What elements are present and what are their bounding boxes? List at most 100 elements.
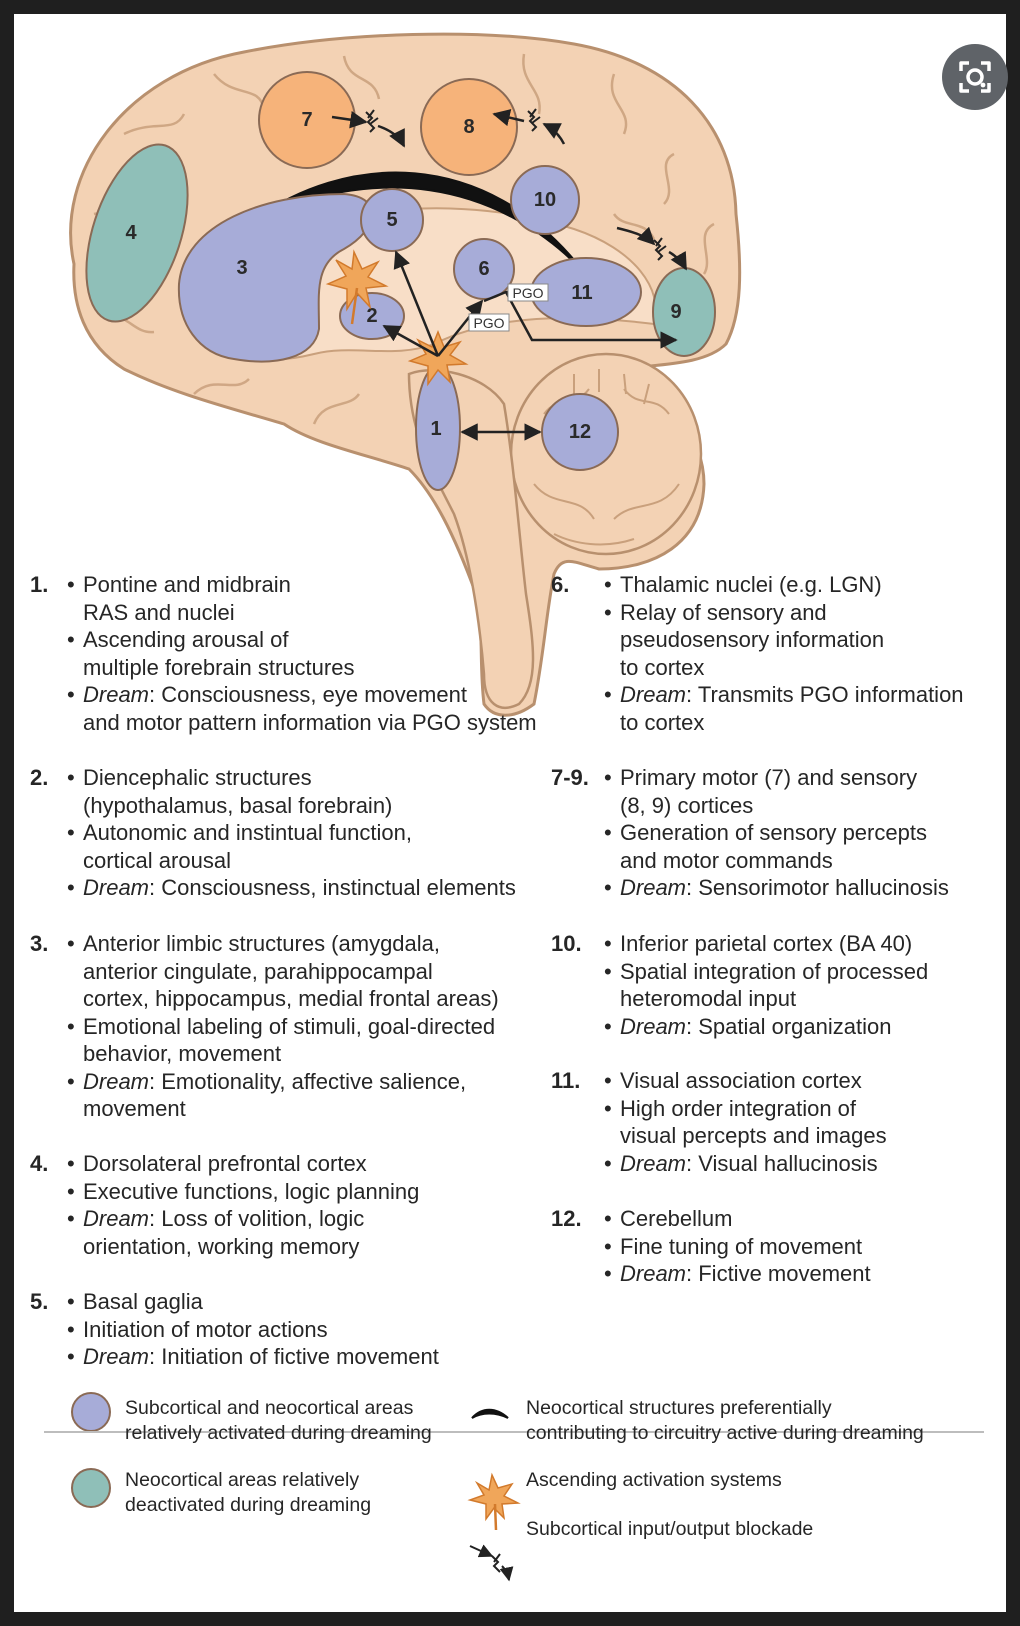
pgo-label: PGO [468,313,510,332]
description-line: •Cerebellum [604,1205,733,1234]
description-line: •Relay of sensory and [604,599,827,628]
brain-diagram: 3 4 7 8 10 5 6 11 [67,32,742,1582]
region-8[interactable]: 8 [420,78,518,176]
description-line: orientation, working memory [83,1233,360,1259]
svg-text:PGO: PGO [473,315,504,331]
description-line: •Dream: Consciousness, instinctual eleme… [67,874,516,903]
bullet-icon: • [604,820,612,845]
legend-arc-icon [471,1408,509,1419]
description-line: •Primary motor (7) and sensory [604,764,917,793]
activation-star-icon [407,329,469,387]
description-number: 1. [30,572,49,597]
activation-star-icon [325,249,389,325]
region-5[interactable]: 5 [360,188,424,252]
legend-star-icon [467,1472,521,1531]
svg-text:3: 3 [236,257,247,279]
bullet-icon: • [67,572,75,597]
description-line: (8, 9) cortices [620,792,754,818]
description-line: •Dream: Emotionality, affective salience… [67,1068,466,1097]
description-line: •Pontine and midbrain [67,571,291,600]
description-line: •Dream: Visual hallucinosis [604,1150,878,1179]
description-line: •Dream: Initiation of fictive movement [67,1343,439,1372]
description-line: •Emotional labeling of stimuli, goal-dir… [67,1013,495,1042]
region-1[interactable]: 1 [415,365,461,491]
svg-text:6: 6 [478,258,489,280]
legend-activated-swatch [71,1392,111,1432]
description-line: •Dream: Sensorimotor hallucinosis [604,874,949,903]
region-7[interactable]: 7 [258,71,356,169]
bullet-icon: • [67,1068,75,1094]
legend-blockade-label: Subcortical input/output blockade [526,1518,814,1540]
description-line: pseudosensory information [620,627,885,652]
description-line: •Dream: Fictive movement [604,1260,871,1289]
bullet-icon: • [67,820,75,845]
description-line: movement [83,1096,186,1121]
region-3[interactable]: 3 [177,192,374,363]
bullet-icon: • [67,875,75,900]
google-lens-icon [959,61,991,93]
description-number: 2. [30,765,49,790]
figure-panel: 3 4 7 8 10 5 6 11 [14,14,1008,1612]
bullet-icon: • [604,572,612,597]
description-line: •Dream: Spatial organization [604,1013,891,1042]
bullet-icon: • [604,1068,612,1093]
legend-deactivated-swatch [71,1468,111,1508]
svg-text:10: 10 [534,189,556,211]
region-10[interactable]: 10 [510,165,580,235]
bullet-icon: • [604,1095,612,1121]
region-12[interactable]: 12 [541,393,619,471]
description-number: 12. [551,1206,582,1231]
region-description-6: 6.•Thalamic nuclei (e.g. LGN)•Relay of s… [551,571,1020,740]
svg-text:11: 11 [571,282,592,304]
description-line: and motor pattern information via PGO sy… [83,709,537,735]
region-description-10: 10.•Inferior parietal cortex (BA 40)•Spa… [551,930,1020,1044]
description-line: •Fine tuning of movement [604,1233,862,1262]
region-4[interactable]: 4 [67,132,208,334]
legend-divider [44,1431,984,1433]
bullet-icon: • [67,765,75,790]
legend-ascending-label: Ascending activation systems [526,1469,782,1491]
bullet-icon: • [604,599,612,625]
svg-text:PGO: PGO [512,285,543,301]
bullet-icon: • [604,875,612,900]
description-number: 7-9. [551,765,589,790]
description-line: •Dream: Transmits PGO information [604,681,964,710]
description-line: •Anterior limbic structures (amygdala, [67,930,440,959]
description-number: 5. [30,1289,49,1314]
description-line: and motor commands [620,847,833,873]
lens-button[interactable] [942,44,1008,110]
svg-text:9: 9 [670,301,681,323]
description-line: •High order integration of [604,1095,856,1124]
description-line: multiple forebrain structures [83,654,355,680]
svg-text:5: 5 [386,209,397,231]
description-line: anterior cingulate, parahippocampal [83,958,433,984]
description-line: to cortex [620,654,705,680]
bullet-icon: • [67,1013,75,1039]
bullet-icon: • [604,682,612,707]
region-description-11: 11.•Visual association cortex•High order… [551,1067,1020,1181]
description-line: •Visual association cortex [604,1067,862,1096]
description-line: •Dorsolateral prefrontal cortex [67,1150,367,1179]
svg-text:4: 4 [125,222,137,244]
bullet-icon: • [67,1178,75,1204]
region-description-7-9: 7-9. •Primary motor (7) and sensory(8, 9)… [551,764,1020,906]
region-description-2: 2.•Diencephalic structures(hypothalamus,… [30,764,516,906]
svg-text:7: 7 [301,109,312,131]
description-line: RAS and nuclei [83,599,235,625]
bullet-icon: • [67,682,75,707]
description-line: •Generation of sensory percepts [604,819,927,848]
region-9[interactable]: 9 [652,267,716,357]
svg-text:8: 8 [463,116,474,138]
description-line: •Autonomic and instintual function, [67,819,412,848]
description-line: •Dream: Consciousness, eye movement [67,681,467,710]
bullet-icon: • [67,1206,75,1231]
pgo-label: PGO [507,283,549,302]
region-6[interactable]: 6 [453,238,515,300]
blockade-icon [365,108,667,261]
bullet-icon: • [67,627,75,652]
description-number: 6. [551,572,570,597]
